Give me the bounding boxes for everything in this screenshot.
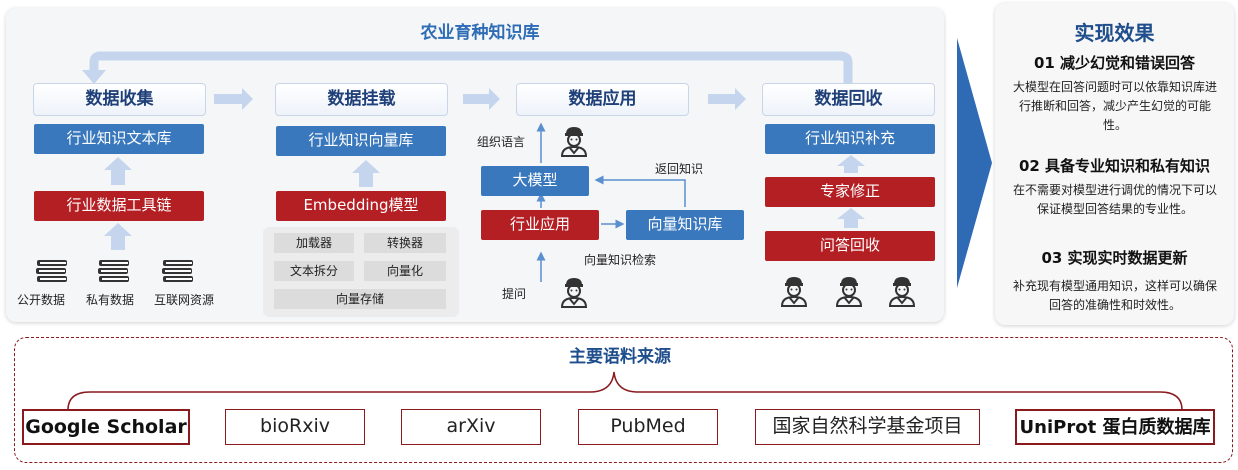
source-public: 公开数据 xyxy=(17,293,66,307)
sources-title: 主要语料来源 xyxy=(569,347,671,367)
expert-icon xyxy=(779,275,809,307)
stage-arrow-2 xyxy=(463,88,500,110)
stage-mount: 数据挂载 xyxy=(275,83,448,116)
chevron-right-icon xyxy=(957,38,992,288)
book-stack-icon xyxy=(96,258,132,288)
effect-1-heading: 01 减少幻觉和错误回答 xyxy=(1033,54,1196,72)
user-icon xyxy=(559,125,589,157)
effects-panel xyxy=(995,3,1234,325)
vector-knowledge-box: 向量知识库 xyxy=(626,210,744,240)
source-arxiv: arXiv xyxy=(401,409,541,445)
sources-panel xyxy=(14,337,1233,463)
label-ask: 提问 xyxy=(502,287,527,301)
stage-apply: 数据应用 xyxy=(516,83,689,116)
source-biorxiv: bioRxiv xyxy=(225,409,365,445)
embedding-model-box: Embedding模型 xyxy=(276,191,446,221)
stage-recycle: 数据回收 xyxy=(762,83,935,116)
sources-bracket xyxy=(67,371,1183,411)
book-stack-icon xyxy=(34,258,70,288)
source-pubmed: PubMed xyxy=(578,409,718,445)
stage-collect: 数据收集 xyxy=(33,83,206,116)
tool-storage: 向量存储 xyxy=(274,289,446,309)
tool-vectorize: 向量化 xyxy=(364,261,446,281)
label-return-knowledge: 返回知识 xyxy=(655,162,704,176)
llm-box: 大模型 xyxy=(481,166,589,196)
industry-app-box: 行业应用 xyxy=(481,210,599,240)
arrow-return-knowledge xyxy=(594,175,686,207)
tool-splitter: 文本拆分 xyxy=(274,261,354,281)
knowledge-base-title: 农业育种知识库 xyxy=(420,23,540,43)
up-arrow-recycle-2 xyxy=(837,208,865,228)
qa-recycle-box: 问答回收 xyxy=(765,231,935,261)
knowledge-supplement-box: 行业知识补充 xyxy=(765,124,935,154)
tool-loader: 加载器 xyxy=(274,233,354,253)
expert-fix-box: 专家修正 xyxy=(765,177,935,207)
feedback-loop-arrow xyxy=(89,51,853,85)
effect-3-heading: 03 实现实时数据更新 xyxy=(1041,249,1188,267)
stage-arrow-1 xyxy=(214,88,253,110)
book-stack-icon xyxy=(160,258,196,288)
source-nsfc: 国家自然科学基金项目 xyxy=(755,409,980,445)
text-library-box: 行业知识文本库 xyxy=(34,124,204,154)
stage-arrow-3 xyxy=(708,88,746,110)
expert-icon xyxy=(887,275,917,307)
toolchain-box: 行业数据工具链 xyxy=(34,191,204,221)
label-organize-language: 组织语言 xyxy=(477,135,526,149)
effects-title: 实现效果 xyxy=(1074,21,1155,45)
effect-3-body: 补充现有模型通用知识，这样可以确保回答的准确性和时效性。 xyxy=(1012,279,1217,312)
effect-1-body: 大模型在回答问题时可以依靠知识库进行推断和回答，减少产生幻觉的可能性。 xyxy=(1012,80,1217,132)
vector-library-box: 行业知识向量库 xyxy=(276,126,446,156)
source-uniprot: UniProt 蛋白质数据库 xyxy=(1015,409,1215,445)
expert-icon xyxy=(834,275,864,307)
source-private: 私有数据 xyxy=(86,293,135,307)
user-icon xyxy=(559,276,589,308)
source-google-scholar: Google Scholar xyxy=(22,409,190,445)
up-arrow-recycle-1 xyxy=(837,155,865,173)
source-internet: 互联网资源 xyxy=(154,293,215,307)
up-arrow-collect-1 xyxy=(104,157,132,185)
up-arrow-mount xyxy=(352,160,380,187)
label-vector-search: 向量知识检索 xyxy=(584,253,657,267)
effect-2-heading: 02 具备专业知识和私有知识 xyxy=(1018,157,1211,175)
tool-converter: 转换器 xyxy=(364,233,446,253)
effect-2-body: 在不需要对模型进行调优的情况下可以保证模型回答结果的专业性。 xyxy=(1012,183,1217,216)
up-arrow-collect-2 xyxy=(104,223,132,250)
